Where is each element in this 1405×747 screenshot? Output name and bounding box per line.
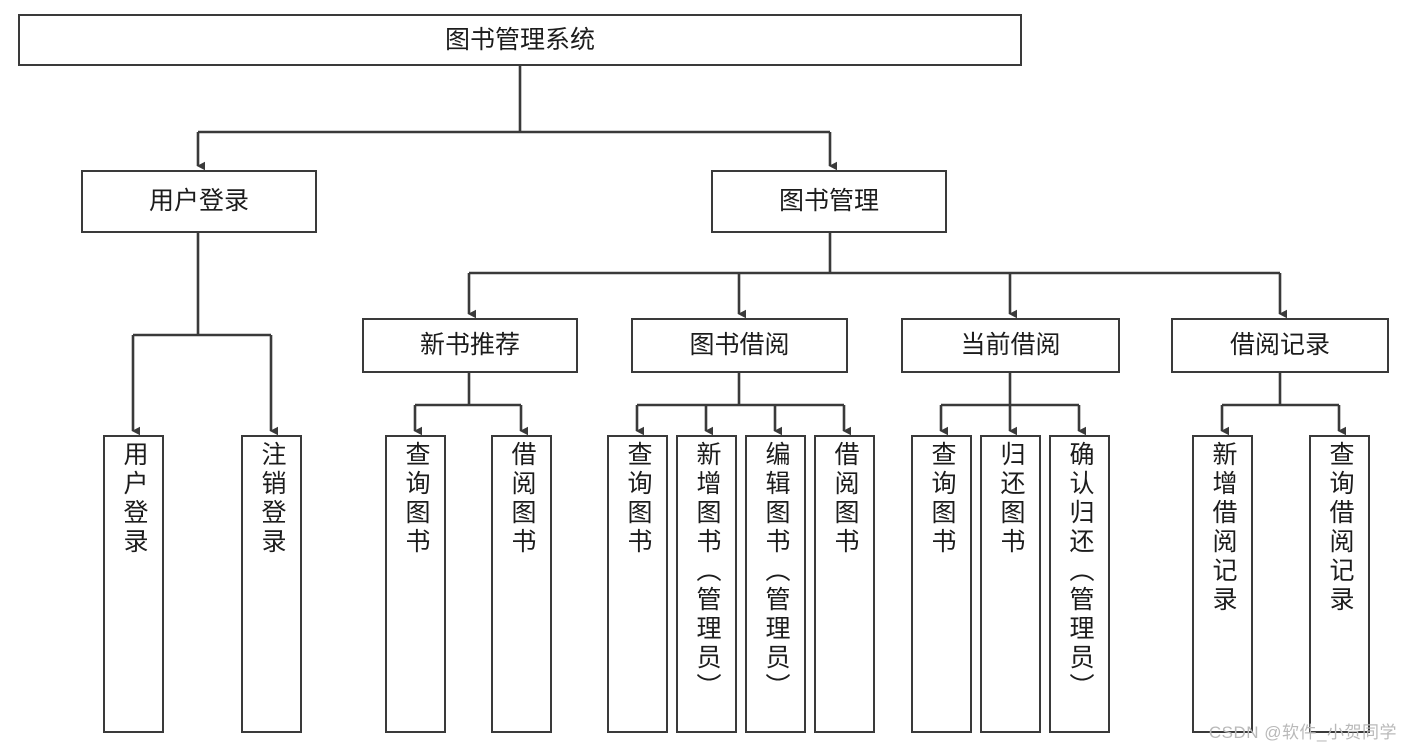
leaf-user-login-label: 用户登录	[120, 441, 148, 557]
leaf-query-record-label: 查询借阅记录	[1326, 441, 1354, 615]
leaf-borrow-book-1-label: 借阅图书	[508, 441, 536, 557]
leaf-query-record[interactable]: 查询借阅记录	[1309, 435, 1370, 733]
node-book-borrow[interactable]: 图书借阅	[631, 318, 848, 373]
node-user-login-label: 用户登录	[148, 187, 249, 216]
leaf-borrow-book-1[interactable]: 借阅图书	[491, 435, 552, 733]
leaf-logout-login[interactable]: 注销登录	[241, 435, 302, 733]
leaf-query-book-1[interactable]: 查询图书	[385, 435, 446, 733]
node-user-login[interactable]: 用户登录	[81, 170, 317, 233]
leaf-return-book-label: 归还图书	[997, 441, 1025, 557]
leaf-query-book-3-label: 查询图书	[928, 441, 956, 557]
leaf-query-book-1-label: 查询图书	[402, 441, 430, 557]
leaf-edit-book-label: 编辑图书（管理员）	[762, 441, 790, 702]
leaf-user-login[interactable]: 用户登录	[103, 435, 164, 733]
node-current-borrow-label: 当前借阅	[960, 331, 1061, 360]
node-root-label: 图书管理系统	[444, 25, 595, 54]
leaf-add-book-label: 新增图书（管理员）	[693, 441, 721, 702]
leaf-add-book[interactable]: 新增图书（管理员）	[676, 435, 737, 733]
leaf-borrow-book-2[interactable]: 借阅图书	[814, 435, 875, 733]
leaf-query-book-2-label: 查询图书	[624, 441, 652, 557]
leaf-edit-book[interactable]: 编辑图书（管理员）	[745, 435, 806, 733]
leaf-confirm-return[interactable]: 确认归还（管理员）	[1049, 435, 1110, 733]
node-root[interactable]: 图书管理系统	[18, 14, 1022, 66]
node-borrow-record[interactable]: 借阅记录	[1171, 318, 1389, 373]
watermark: CSDN @软件_小贺同学	[1208, 723, 1397, 742]
node-new-book-recommend-label: 新书推荐	[419, 331, 520, 360]
node-new-book-recommend[interactable]: 新书推荐	[362, 318, 578, 373]
node-book-manage[interactable]: 图书管理	[711, 170, 947, 233]
leaf-query-book-2[interactable]: 查询图书	[607, 435, 668, 733]
leaf-logout-login-label: 注销登录	[258, 441, 286, 557]
leaf-confirm-return-label: 确认归还（管理员）	[1066, 441, 1094, 702]
node-current-borrow[interactable]: 当前借阅	[901, 318, 1120, 373]
leaf-borrow-book-2-label: 借阅图书	[831, 441, 859, 557]
leaf-return-book[interactable]: 归还图书	[980, 435, 1041, 733]
leaf-add-record-label: 新增借阅记录	[1209, 441, 1237, 615]
node-book-borrow-label: 图书借阅	[689, 331, 790, 360]
leaf-add-record[interactable]: 新增借阅记录	[1192, 435, 1253, 733]
leaf-query-book-3[interactable]: 查询图书	[911, 435, 972, 733]
node-borrow-record-label: 借阅记录	[1229, 331, 1330, 360]
node-book-manage-label: 图书管理	[778, 187, 879, 216]
